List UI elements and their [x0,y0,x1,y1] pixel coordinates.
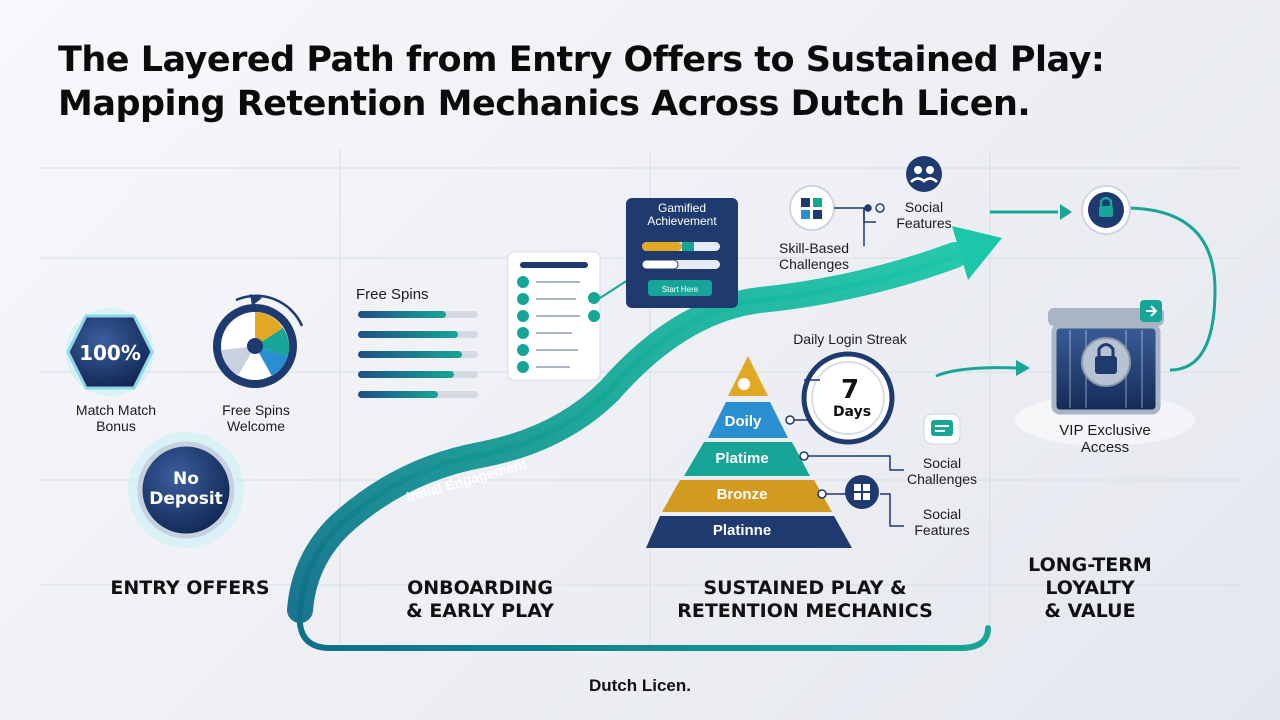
skill-challenges-icon [789,185,835,231]
daily-streak-dial-icon [801,351,895,445]
stage-entry-offers: ENTRY OFFERS [110,577,270,599]
start-here-label: Start Here [662,285,699,294]
pyramid-connectors [785,415,904,527]
no-deposit-line-1: No [173,469,199,489]
pyramid-tier-platinne [646,516,852,548]
free-spins-progress-bars [358,311,478,398]
pyramid-tier-label: Bronze [717,486,768,503]
journey-path [287,226,1002,651]
page-title: The Layered Path from Entry Offers to Su… [58,38,1238,126]
title-line-1: The Layered Path from Entry Offers to Su… [58,40,1105,80]
loyalty-tier-pyramid [646,356,852,548]
gamified-line-1: Gamified [658,201,706,215]
stage-onboarding: ONBOARDING& EARLY PLAY [406,577,554,622]
start-here-button [648,280,712,296]
vip-connectors [935,204,1217,378]
pyramid-top-tier [728,356,768,396]
checklist-card [507,251,629,381]
vip-lock-top-icon [1081,185,1131,235]
daily-login-streak-label: Daily Login Streak [793,331,907,347]
social-users-icon [906,156,942,192]
free-spins-wheel-icon [213,294,304,388]
streak-unit: Days [833,404,871,420]
pyramid-tier-label: Doily [725,413,762,430]
match-bonus-badge-icon [66,308,154,396]
vip-chest-icon [1015,300,1195,446]
stage-sustained-play: SUSTAINED PLAY &RETENTION MECHANICS [677,577,933,622]
windows-tile-icon [845,475,879,509]
footer-label: Dutch Licen. [588,676,691,695]
gamified-line-2: Achievement [647,214,717,228]
title-line-2: Mapping Retention Mechanics Across Dutch… [58,84,1031,124]
badge-100-text: 100% [79,341,141,365]
no-deposit-badge-icon [128,432,244,548]
streak-number: 7 [841,375,859,405]
chat-bubble-icon [923,413,961,445]
gamified-achievement-card [626,198,738,308]
pyramid-tier-label: Platime [715,450,768,467]
free-spins-label: Free Spins [356,286,429,303]
skills-connectors [834,203,885,246]
pyramid-tier-platime [684,442,810,476]
pyramid-tier-label: Platinne [713,522,771,539]
pyramid-tier-bronze [662,480,832,512]
no-deposit-line-2: Deposit [149,489,223,509]
pyramid-tier-doily [708,402,788,438]
